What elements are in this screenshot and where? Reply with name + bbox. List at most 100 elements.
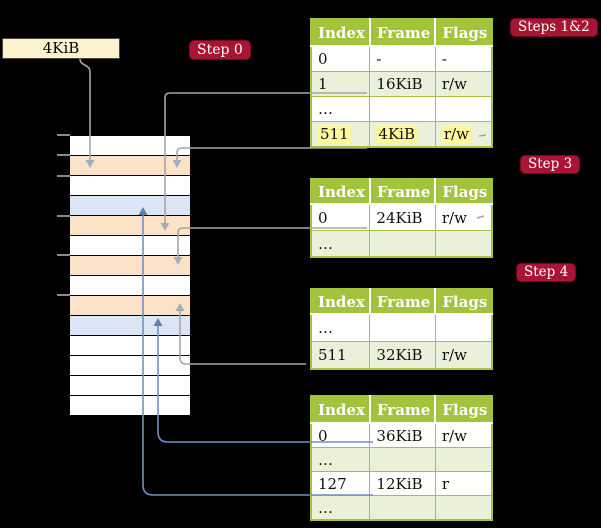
table-row: … <box>310 313 493 342</box>
tick-mark <box>57 134 70 136</box>
tick-mark <box>57 175 70 177</box>
table-cell: r/w <box>434 121 493 148</box>
memory-row-orange <box>70 296 190 316</box>
table-row: 0-- <box>310 45 493 72</box>
table-cell: 1 <box>310 71 371 97</box>
table-cell: 0 <box>310 203 371 231</box>
arrow-pt3-row511-to-frame <box>179 311 306 365</box>
memory-row-plain <box>70 135 190 156</box>
memory-row-plain <box>70 276 190 296</box>
table-row: … <box>310 495 493 521</box>
table-cell: 24KiB <box>369 203 436 231</box>
column-header: Index <box>311 179 371 205</box>
table-cell <box>369 313 436 342</box>
memory-row-blue <box>70 316 190 336</box>
memory-row-plain <box>70 336 190 356</box>
table-cell: r/w <box>434 71 493 97</box>
table-cell: 511 <box>310 121 371 148</box>
highlighted-value: r/w <box>441 125 471 143</box>
memory-row-orange <box>70 256 190 276</box>
tick-mark <box>57 294 70 296</box>
column-header: Index <box>311 289 371 315</box>
arrow-pt1-row511-to-frame <box>176 147 367 160</box>
memory-row-plain <box>70 376 190 396</box>
table-row: … <box>310 447 493 472</box>
table-cell: 127 <box>310 471 371 496</box>
table-row: … <box>310 96 493 122</box>
column-header: Index <box>311 396 371 424</box>
table-cell: r/w <box>434 341 493 370</box>
table-cell: … <box>310 96 371 122</box>
frame-size-label: 4KiB <box>2 38 120 59</box>
memory-row-orange <box>70 156 190 176</box>
table-row: 511 4KiB r/w <box>310 121 493 148</box>
table-cell: r/w <box>434 203 493 231</box>
table-cell: … <box>310 447 371 472</box>
column-header: Frame <box>369 179 437 205</box>
memory-frames <box>70 135 190 416</box>
badge-step-4: Step 4 <box>517 264 576 281</box>
table-cell <box>434 96 493 122</box>
column-header: Flags <box>435 19 494 47</box>
table-cell: … <box>310 313 371 342</box>
memory-row-plain <box>70 356 190 376</box>
highlighted-value: 511 <box>318 125 351 143</box>
table-cell: … <box>310 495 371 521</box>
table-row: … <box>310 230 493 258</box>
column-header: Index <box>311 19 371 47</box>
table-cell: 0 <box>310 422 371 448</box>
table-cell <box>369 495 436 521</box>
memory-row-plain <box>70 396 190 416</box>
table-cell: r/w <box>434 422 493 448</box>
column-header: Flags <box>435 396 494 424</box>
table-cell: 36KiB <box>369 422 436 448</box>
memory-row-plain <box>70 176 190 196</box>
memory-row-blue <box>70 196 190 216</box>
table-cell: 12KiB <box>369 471 436 496</box>
tick-mark <box>57 254 70 256</box>
highlighted-value: 4KiB <box>376 125 417 143</box>
table-cell: - <box>369 45 436 72</box>
memory-row-orange <box>70 216 190 236</box>
badge-step-0: Step 0 <box>190 41 250 59</box>
badge-steps-1-2: Steps 1&2 <box>511 19 597 36</box>
tick-mark <box>57 215 70 217</box>
tick-mark <box>57 154 70 156</box>
table-cell <box>434 447 493 472</box>
column-header: Frame <box>369 396 437 424</box>
table-cell: 16KiB <box>369 71 436 97</box>
column-header: Frame <box>369 289 437 315</box>
table-cell <box>434 230 493 258</box>
table-cell <box>369 447 436 472</box>
table-cell <box>369 96 436 122</box>
column-header: Flags <box>435 179 494 205</box>
table-cell <box>369 230 436 258</box>
table-cell: - <box>434 45 493 72</box>
column-header: Frame <box>369 19 437 47</box>
badge-step-3: Step 3 <box>521 156 580 173</box>
table-cell <box>434 313 493 342</box>
table-cell: 4KiB <box>369 121 436 148</box>
table-cell <box>434 495 493 521</box>
table-cell: 32KiB <box>369 341 436 370</box>
column-header: Flags <box>435 289 494 315</box>
table-cell: 0 <box>310 45 371 72</box>
